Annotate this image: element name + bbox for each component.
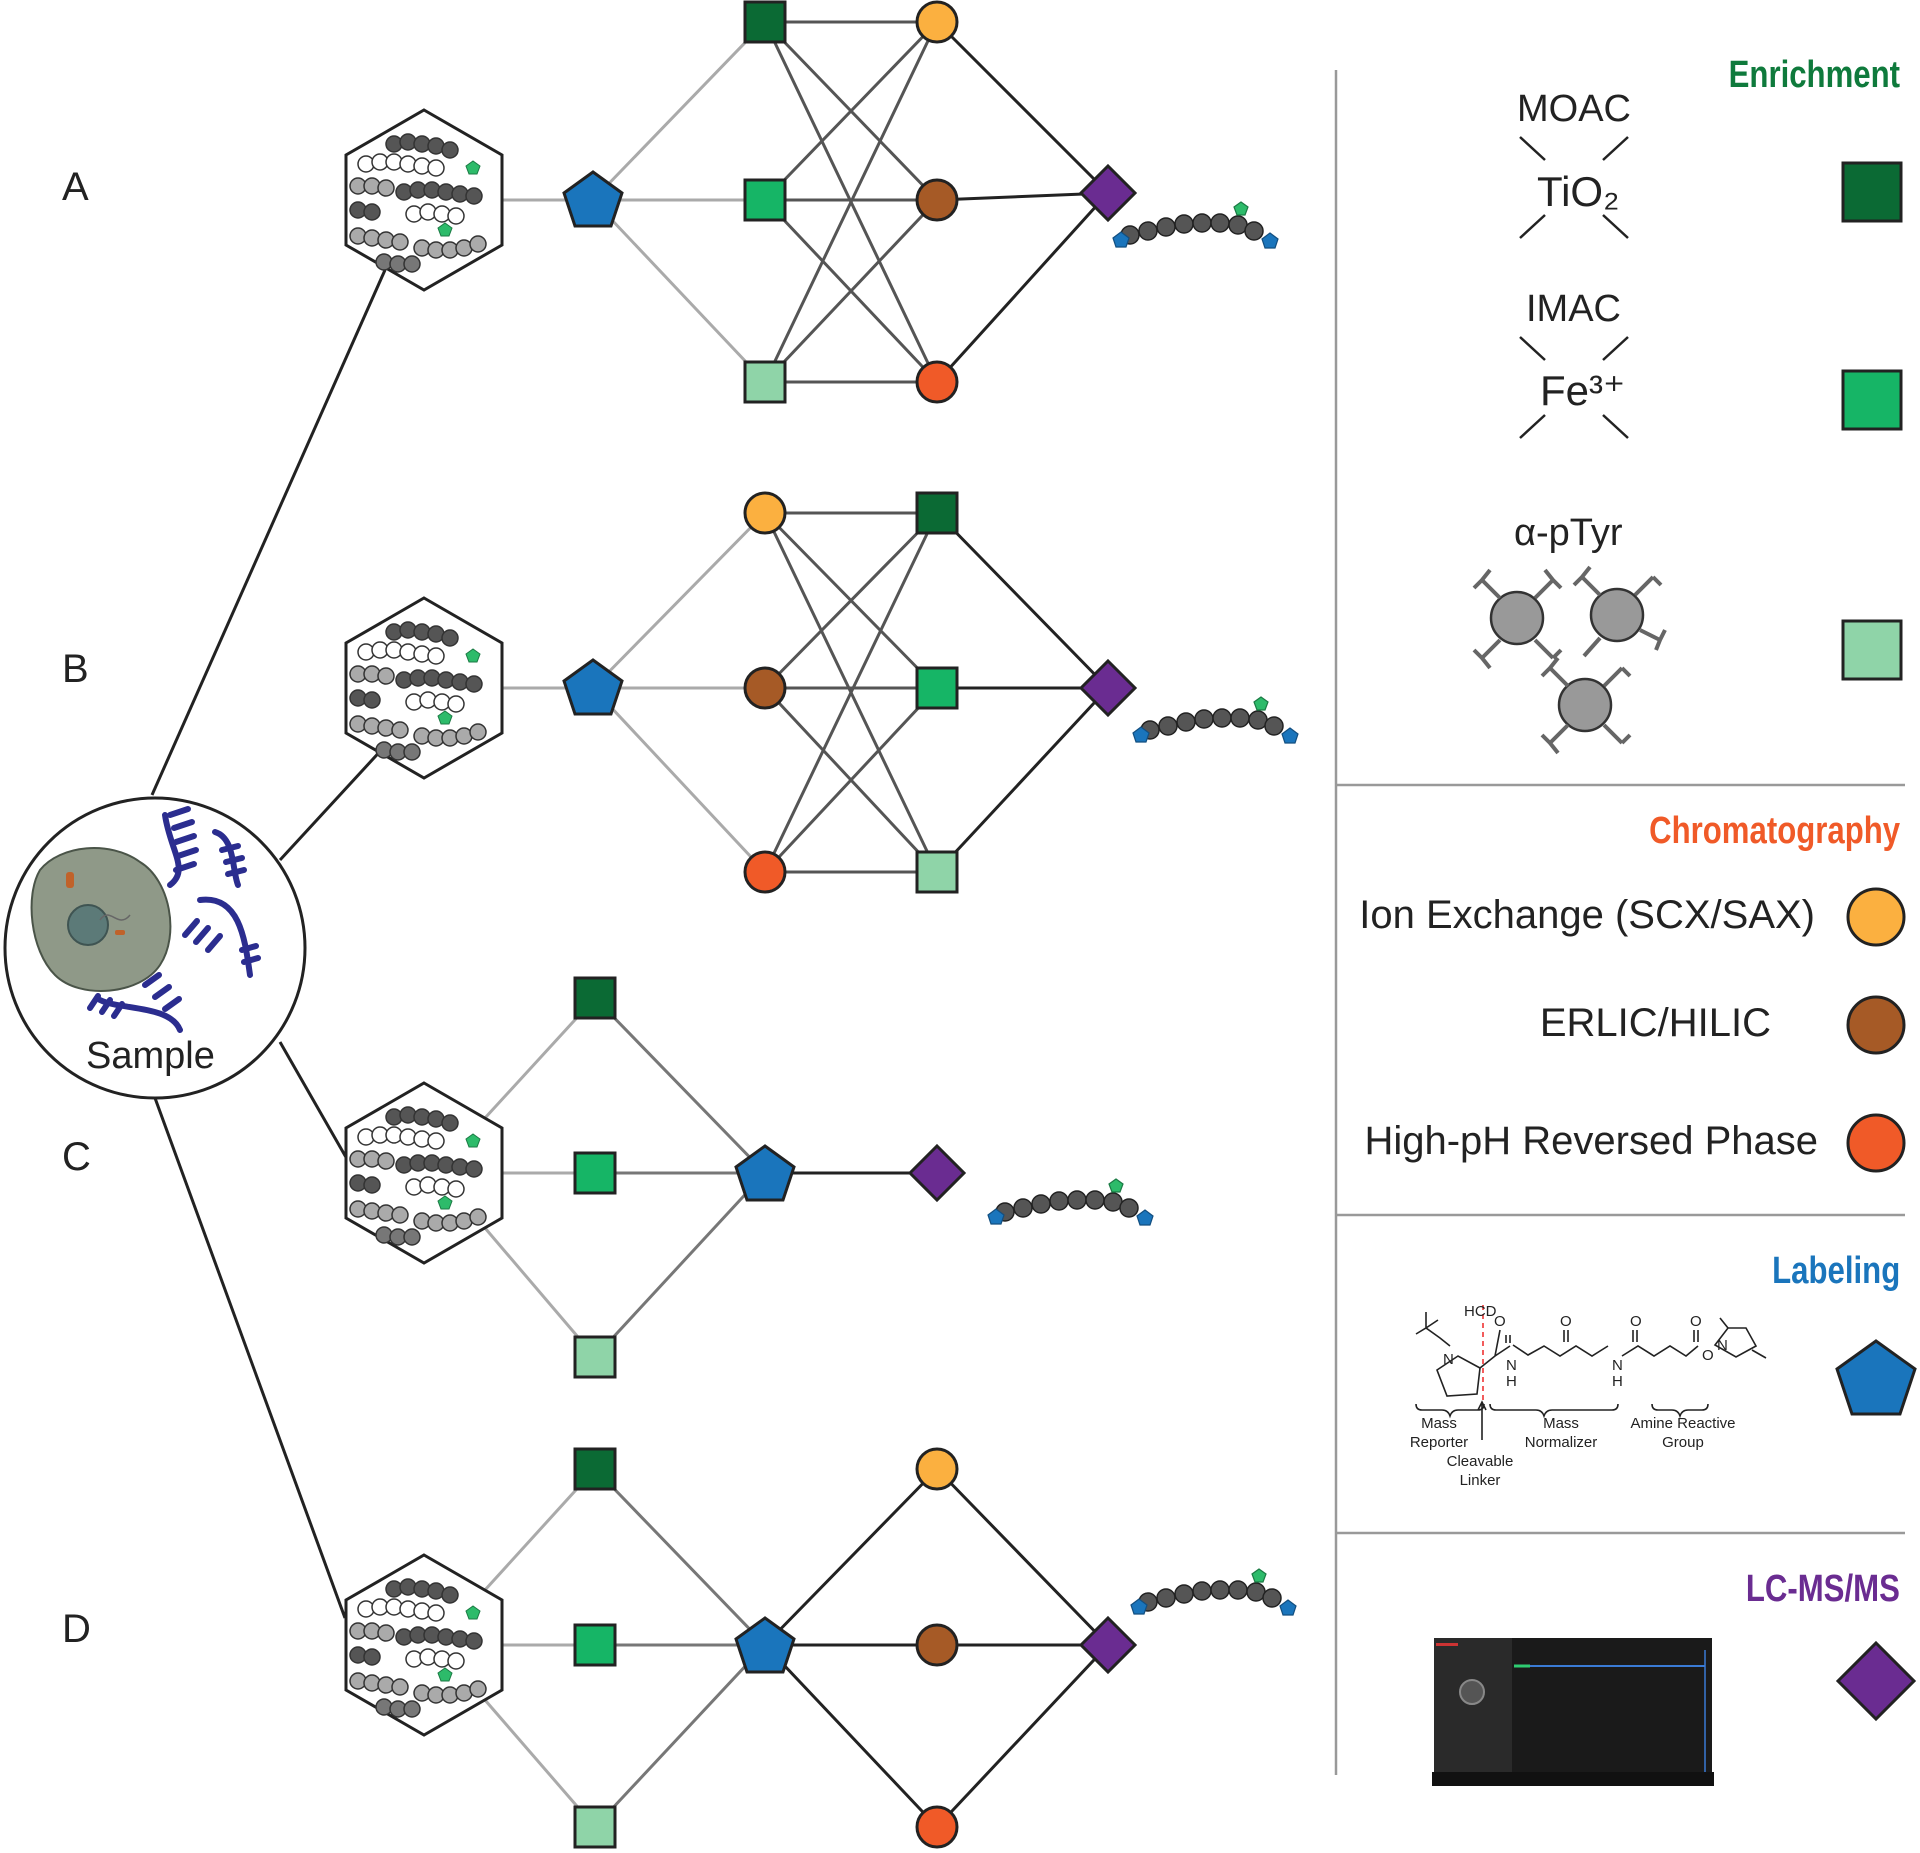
row-d-highph-node <box>915 1805 959 1849</box>
row-b-labeling-node <box>562 658 624 716</box>
chem-cleavable-linker-label: Cleavable Linker <box>1446 1453 1514 1489</box>
row-b-ionexchange-node <box>743 491 787 535</box>
legend-imac-name: IMAC <box>1526 288 1621 330</box>
row-c-dish <box>344 1081 504 1265</box>
phospho-label: P <box>1262 203 1270 215</box>
cell-nucleus-icon <box>67 904 109 946</box>
row-a-workflow <box>344 0 1279 404</box>
row-a-ionexchange-node <box>915 0 959 44</box>
legend-erlic-circle <box>1846 995 1906 1055</box>
phospho-label: P <box>1282 698 1290 710</box>
row-label-c: C <box>62 1135 91 1179</box>
row-d-ionexchange-node <box>915 1447 959 1491</box>
chem-h-label: H <box>1506 1373 1517 1390</box>
row-label-b: B <box>62 647 89 691</box>
legend-highph-label: High-pH Reversed Phase <box>1364 1119 1818 1163</box>
moac-crossed-lines-icon <box>1519 136 1629 239</box>
row-d-ptyr-node <box>573 1805 617 1849</box>
legend-ionexchange-circle <box>1846 887 1906 947</box>
legend-labeling-pentagon <box>1835 1339 1917 1416</box>
row-b-workflow <box>344 491 1299 894</box>
row-c-workflow <box>344 976 1154 1379</box>
row-b-dish <box>344 596 504 780</box>
legend-lcms-diamond <box>1835 1640 1917 1722</box>
sample-trunk-lines <box>150 269 387 1619</box>
row-a-lcms-node <box>1078 163 1138 223</box>
row-d-workflow <box>344 1447 1297 1849</box>
chem-o-label: O <box>1630 1313 1642 1330</box>
phospho-label: P <box>1280 1570 1288 1582</box>
imac-crossed-lines-icon <box>1519 336 1629 439</box>
row-d-labeling-node <box>734 1616 796 1674</box>
chem-mass-normalizer-label: Mass Normalizer <box>1524 1415 1598 1451</box>
chem-n-label: N <box>1443 1351 1454 1368</box>
row-a-highph-node <box>915 360 959 404</box>
protein-ribbon-icons <box>87 806 261 1033</box>
legend-heading-chromatography: Chromatography <box>1648 810 1900 852</box>
row-c-moac-node <box>573 976 617 1020</box>
row-d-lcms-node <box>1078 1615 1138 1675</box>
phospho-label: P <box>1137 1180 1145 1192</box>
legend-heading-lcms: LC-MS/MS <box>1745 1568 1900 1610</box>
legend-highph-circle <box>1846 1113 1906 1173</box>
chem-mass-reporter-label: Mass Reporter <box>1409 1415 1469 1451</box>
row-b-ptyr-node <box>915 850 959 894</box>
row-a-dish <box>344 108 504 292</box>
legend-separators <box>1334 70 1905 1775</box>
legend-heading-labeling: Labeling <box>1771 1250 1900 1292</box>
legend-moac-square <box>1841 161 1903 223</box>
row-d-moac-node <box>573 1447 617 1491</box>
row-a-ptyr-node <box>743 360 787 404</box>
row-c-lcms-node <box>907 1143 967 1203</box>
chem-hcd-label: HCD <box>1464 1303 1497 1320</box>
chem-o-label: O <box>1702 1347 1714 1364</box>
row-b-imac-node <box>915 666 959 710</box>
legend-erlic-label: ERLIC/HILIC <box>1539 1001 1771 1045</box>
tag-chemical-structure-icon <box>1415 1305 1767 1440</box>
legend-moac-formula: TiO₂ <box>1537 168 1620 215</box>
row-d-erlic-node <box>915 1623 959 1667</box>
legend-imac-formula: Fe³⁺ <box>1540 367 1626 414</box>
mass-spectrometer-icon <box>1432 1638 1714 1786</box>
row-c-imac-node <box>573 1151 617 1195</box>
legend-ptyr-name: α-pTyr <box>1514 512 1623 554</box>
chem-h-label: H <box>1612 1373 1623 1390</box>
row-b-highph-node <box>743 850 787 894</box>
legend-imac-square <box>1841 369 1903 431</box>
antibody-beads-icon <box>1472 565 1667 755</box>
chem-n-label: N <box>1506 1357 1517 1374</box>
row-b-lcms-node <box>1078 658 1138 718</box>
row-label-d: D <box>62 1607 91 1651</box>
chem-n-label: N <box>1612 1357 1623 1374</box>
legend-ptyr-square <box>1841 619 1903 681</box>
row-a-moac-node <box>743 0 787 44</box>
row-c-labeling-node <box>734 1144 796 1202</box>
row-a-imac-node <box>743 178 787 222</box>
legend-moac-name: MOAC <box>1517 88 1631 130</box>
row-d-imac-node <box>573 1623 617 1667</box>
chem-amine-reactive-label: Amine Reactive Group <box>1630 1415 1736 1451</box>
chem-o-label: O <box>1560 1313 1572 1330</box>
chem-n-label: N <box>1717 1337 1728 1354</box>
chem-o-label: O <box>1690 1313 1702 1330</box>
sample-circle <box>3 796 307 1100</box>
chem-o-label: O <box>1494 1313 1506 1330</box>
row-d-dish <box>344 1553 504 1737</box>
row-b-erlic-node <box>743 666 787 710</box>
sample-label: Sample <box>86 1035 215 1077</box>
row-label-a: A <box>62 165 89 209</box>
row-b-moac-node <box>915 491 959 535</box>
row-c-ptyr-node <box>573 1335 617 1379</box>
legend-heading-enrichment: Enrichment <box>1728 54 1900 96</box>
legend-ionexchange-label: Ion Exchange (SCX/SAX) <box>1359 893 1815 937</box>
row-a-labeling-node <box>562 170 624 228</box>
row-a-erlic-node <box>915 178 959 222</box>
